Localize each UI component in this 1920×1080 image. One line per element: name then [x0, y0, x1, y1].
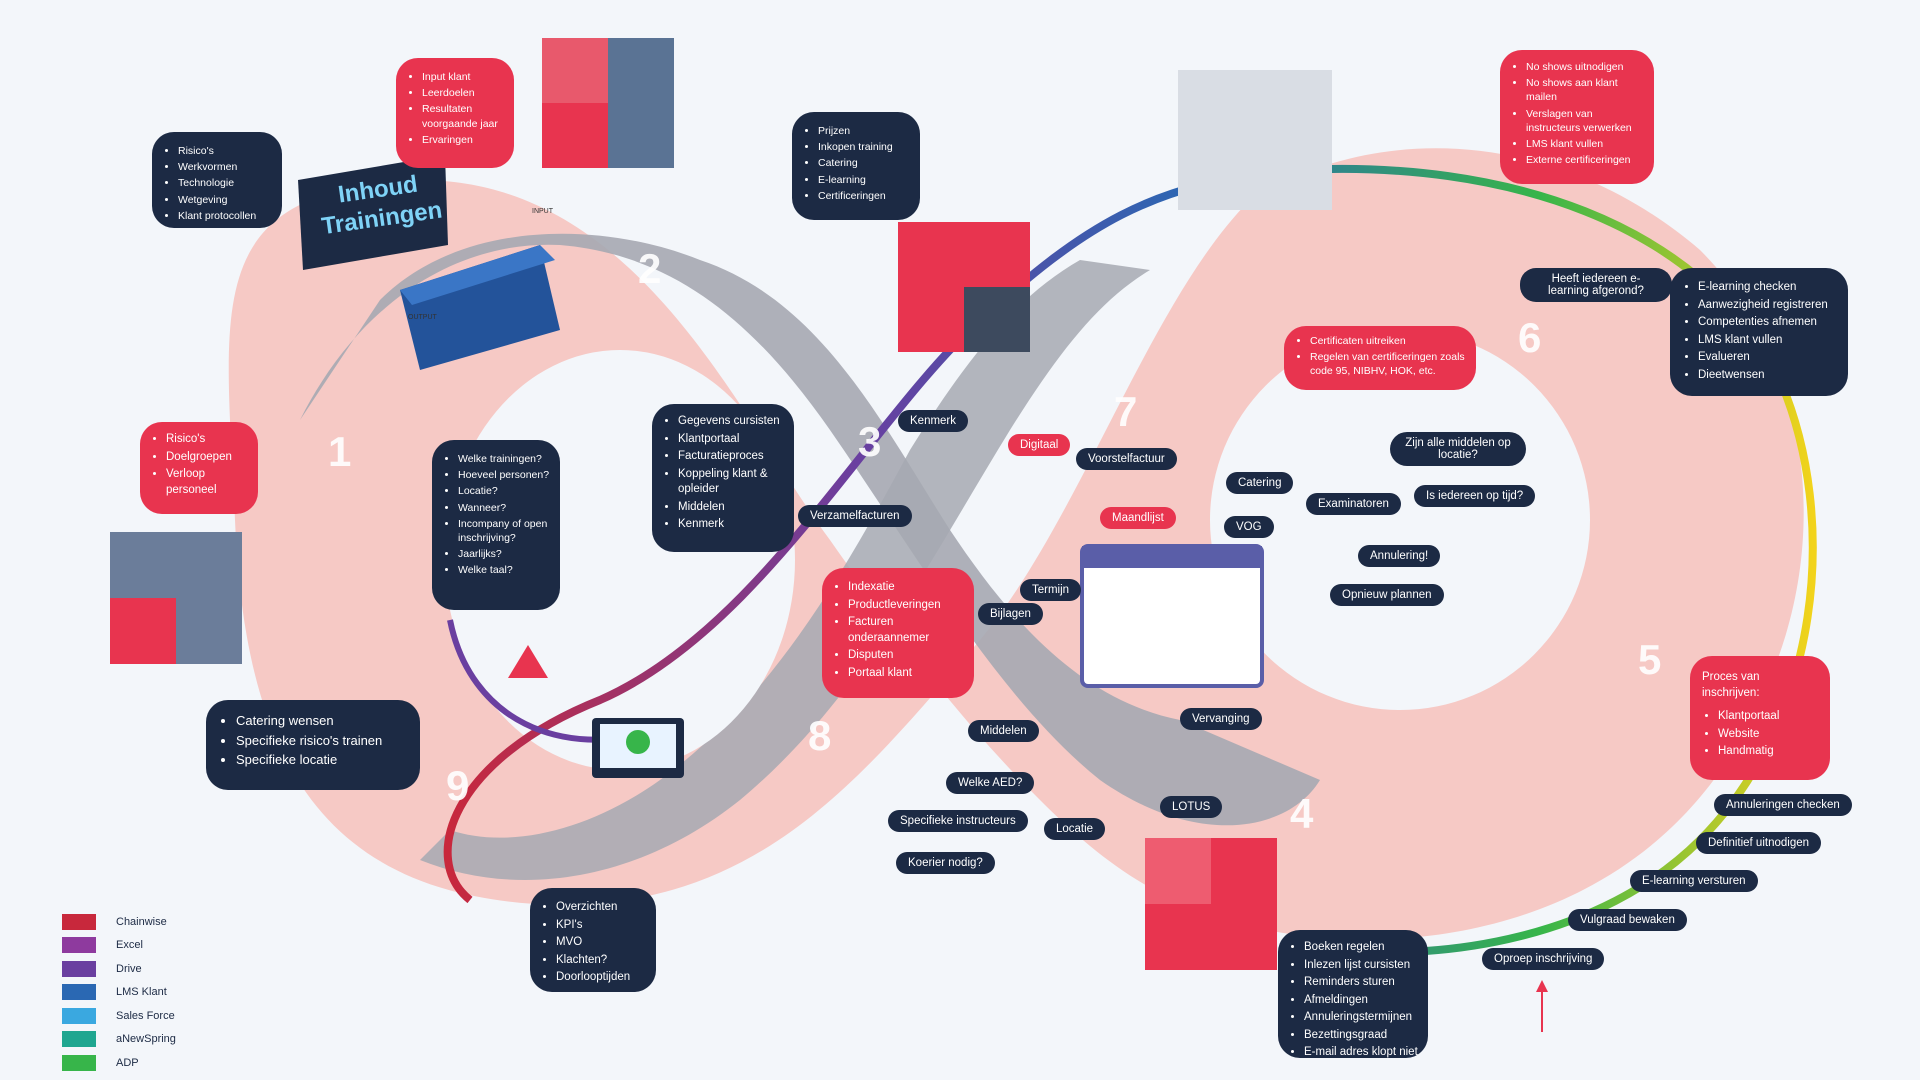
box-boeken: Boeken regelenInlezen lijst cursistenRem…: [1278, 930, 1428, 1058]
warning-sign: [508, 645, 548, 678]
pill-koerier: Koerier nodig?: [896, 852, 995, 874]
box-inschrijven: Proces van inschrijven: KlantportaalWebs…: [1690, 656, 1830, 780]
legend-item-lms-klant: LMS Klant: [62, 981, 176, 1005]
pill-catering: Catering: [1226, 472, 1294, 494]
swatch-drive: [62, 960, 96, 977]
pill-voorstelfactuur: Voorstelfactuur: [1076, 448, 1177, 470]
box-prijzen: PrijzenInkopen trainingCateringE-learnin…: [792, 112, 920, 220]
legend-item-excel: Excel: [62, 934, 176, 958]
output-tag: OUTPUT: [408, 314, 437, 321]
pill-middelen: Middelen: [968, 720, 1039, 742]
pill-annulering: Annulering!: [1358, 545, 1441, 567]
step-number-8: 8: [808, 712, 832, 759]
swatch-lms-klant: [62, 984, 96, 1001]
pill-digitaal: Digitaal: [1008, 434, 1071, 456]
pill-annuleringen-checken: Annuleringen checken: [1714, 794, 1852, 816]
step-number-1: 1: [328, 428, 352, 475]
pill-lotus: LOTUS: [1160, 796, 1223, 818]
swatch-excel: [62, 937, 96, 954]
box-no-shows: No shows uitnodigenNo shows aan klant ma…: [1500, 50, 1654, 184]
step-number-3: 3: [858, 418, 882, 465]
pill-bijlagen: Bijlagen: [978, 603, 1043, 625]
chalkboard: [298, 155, 448, 270]
box-indexatie: IndexatieProductleveringenFacturen onder…: [822, 568, 974, 698]
box-elearning: E-learning checkenAanwezigheid registrer…: [1670, 268, 1848, 396]
pill-heeft-iedereen: Heeft iedereen e-learning afgerond?: [1520, 268, 1672, 302]
pill-vervanging: Vervanging: [1180, 708, 1262, 730]
input-tag: INPUT: [532, 208, 553, 215]
step-number-9: 9: [446, 762, 470, 809]
loop-gray-band-2: [420, 260, 1150, 880]
legend-item-adp: ADP: [62, 1051, 176, 1075]
step-number-6: 6: [1518, 314, 1542, 361]
legend-item-anewspring: aNewSpring: [62, 1028, 176, 1052]
inschrijven-title: Proces van inschrijven:: [1702, 671, 1760, 699]
pill-definitief: Definitief uitnodigen: [1696, 832, 1822, 854]
pill-maandlijst: Maandlijst: [1100, 507, 1176, 529]
box-gegevens: Gegevens cursistenKlantportaalFacturatie…: [652, 404, 794, 552]
pill-locatie: Locatie: [1044, 818, 1106, 840]
pill-specifieke-instructeurs: Specifieke instructeurs: [888, 810, 1028, 832]
step-number-7: 7: [1114, 388, 1138, 435]
box-vragen: Welke trainingen?Hoeveel personen?Locati…: [432, 440, 560, 610]
pill-termijn: Termijn: [1020, 579, 1082, 601]
box-overzichten: OverzichtenKPI'sMVOKlachten?Doorlooptijd…: [530, 888, 656, 992]
step-number-4: 4: [1290, 790, 1314, 837]
box-catering-wensen: Catering wensenSpecifieke risico's train…: [206, 700, 420, 790]
pill-vog: VOG: [1224, 516, 1274, 538]
pill-examinatoren: Examinatoren: [1306, 493, 1401, 515]
step-number-5: 5: [1638, 636, 1662, 683]
pill-vulgraad: Vulgraad bewaken: [1568, 909, 1687, 931]
box-risicos: Risico'sWerkvormenTechnologieWetgevingKl…: [152, 132, 282, 228]
pill-opnieuw-plannen: Opnieuw plannen: [1330, 584, 1444, 606]
loop-right-hole: [1210, 330, 1590, 710]
swatch-adp: [62, 1054, 96, 1071]
legend-item-chainwise: Chainwise: [62, 910, 176, 934]
pill-verzamelfacturen: Verzamelfacturen: [798, 505, 912, 527]
legend-item-sales-force: Sales Force: [62, 1004, 176, 1028]
step-number-2: 2: [638, 245, 662, 292]
pill-iedereen-tijd: Is iedereen op tijd?: [1414, 485, 1536, 507]
legend-item-drive: Drive: [62, 957, 176, 981]
box-certificaten: Certificaten uitreikenRegelen van certif…: [1284, 326, 1476, 390]
pill-zijn-alle: Zijn alle middelen op locatie?: [1390, 432, 1526, 466]
printer-box: [400, 245, 560, 370]
office-building: [1178, 70, 1332, 210]
loop-gray-band: [300, 233, 1320, 826]
swatch-sales-force: [62, 1007, 96, 1024]
pill-oproep: Oproep inschrijving: [1482, 948, 1605, 970]
swatch-chainwise: [62, 913, 96, 930]
pill-welke-aed: Welke AED?: [946, 772, 1035, 794]
pill-kenmerk: Kenmerk: [898, 410, 969, 432]
pill-elearning-versturen: E-learning versturen: [1630, 870, 1758, 892]
swatch-anewspring: [62, 1031, 96, 1048]
box-risico-red: Risico'sDoelgroepenVerloop personeel: [140, 422, 258, 514]
legend: Chainwise Excel Drive LMS Klant Sales Fo…: [62, 910, 176, 1075]
box-input-klant: Input klantLeerdoelenResultaten voorgaan…: [396, 58, 514, 168]
